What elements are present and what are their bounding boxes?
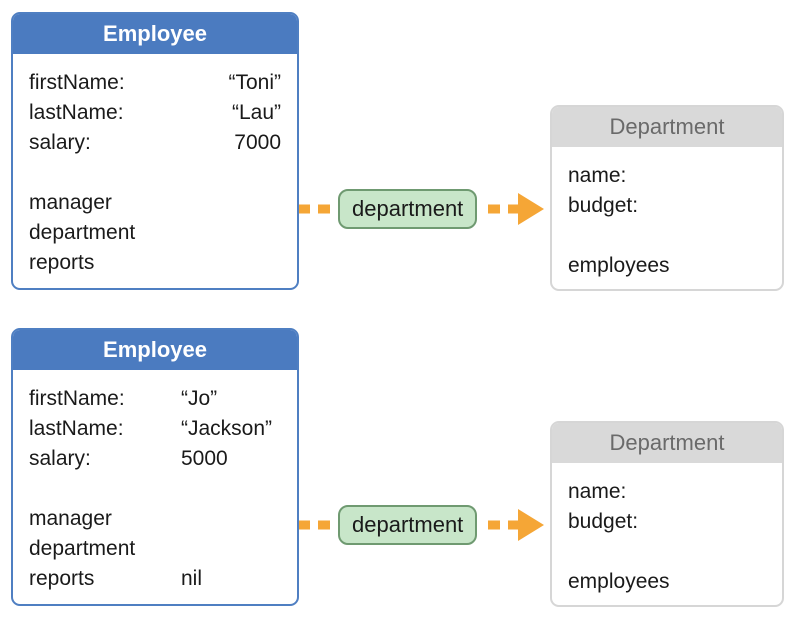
employee-entity-jo: Employee firstName: “Jo” lastName: “Jack… — [11, 328, 299, 606]
attribute-row: name: — [568, 161, 766, 191]
attribute-value: “Jackson” — [181, 417, 273, 440]
attribute-row: lastName: “Jackson” — [29, 414, 281, 444]
attribute-value: “Toni” — [228, 71, 281, 94]
attribute-name: lastName: — [29, 417, 124, 440]
attribute-row: salary: 7000 — [29, 128, 281, 158]
attribute-name: firstName: — [29, 387, 125, 410]
relationship-name: manager — [29, 507, 112, 530]
attribute-row: budget: — [568, 191, 766, 221]
relationship-name: reports — [29, 251, 95, 274]
attribute-name: name: — [568, 480, 627, 503]
relationship-row: manager — [29, 504, 281, 534]
relationship-name: manager — [29, 191, 112, 214]
attribute-name: budget: — [568, 194, 639, 217]
relationship-row: reports nil — [29, 564, 281, 594]
relationship-label-department: department — [338, 505, 478, 545]
attribute-row: firstName: “Jo” — [29, 384, 281, 414]
relationship-row: department — [29, 534, 281, 564]
relationship-arrow-2 — [298, 509, 544, 541]
entity-title: Employee — [13, 14, 297, 54]
relationship-row: department — [29, 218, 281, 248]
attribute-name: salary: — [29, 447, 91, 470]
arrow-head — [518, 193, 544, 225]
relationship-name: department — [29, 537, 136, 560]
relationship-name: reports — [29, 567, 95, 590]
entity-body: firstName: “Jo” lastName: “Jackson” sala… — [13, 370, 297, 594]
attribute-name: budget: — [568, 510, 639, 533]
relationship-label-department: department — [338, 189, 478, 229]
attribute-value: “Jo” — [181, 387, 218, 410]
attribute-row: name: — [568, 477, 766, 507]
attribute-row: salary: 5000 — [29, 444, 281, 474]
arrow-head — [518, 509, 544, 541]
relationship-value: nil — [181, 567, 203, 590]
relationship-row: employees — [568, 251, 766, 281]
attribute-value: 7000 — [234, 131, 281, 154]
attribute-name: salary: — [29, 131, 91, 154]
relationship-name: employees — [568, 570, 670, 593]
entity-body: firstName: “Toni” lastName: “Lau” salary… — [13, 54, 297, 278]
attribute-row: lastName: “Lau” — [29, 98, 281, 128]
employee-entity-toni: Employee firstName: “Toni” lastName: “La… — [11, 12, 299, 290]
entity-body: name: budget: employees — [552, 147, 782, 281]
entity-body: name: budget: employees — [552, 463, 782, 597]
attribute-row: firstName: “Toni” — [29, 68, 281, 98]
attribute-value: “Lau” — [231, 101, 281, 124]
entity-title: Department — [552, 107, 782, 147]
entity-title: Employee — [13, 330, 297, 370]
relationship-row: employees — [568, 567, 766, 597]
relationship-row: reports — [29, 248, 281, 278]
relationship-name: employees — [568, 254, 670, 277]
attribute-name: lastName: — [29, 101, 124, 124]
department-entity: Department name: budget: employees — [550, 421, 784, 607]
relationship-arrow-1 — [298, 193, 544, 225]
relationship-name: department — [29, 221, 136, 244]
attribute-value: 5000 — [181, 447, 228, 470]
attribute-row: budget: — [568, 507, 766, 537]
attribute-name: name: — [568, 164, 627, 187]
relationship-row: manager — [29, 188, 281, 218]
department-entity: Department name: budget: employees — [550, 105, 784, 291]
attribute-name: firstName: — [29, 71, 125, 94]
entity-title: Department — [552, 423, 782, 463]
